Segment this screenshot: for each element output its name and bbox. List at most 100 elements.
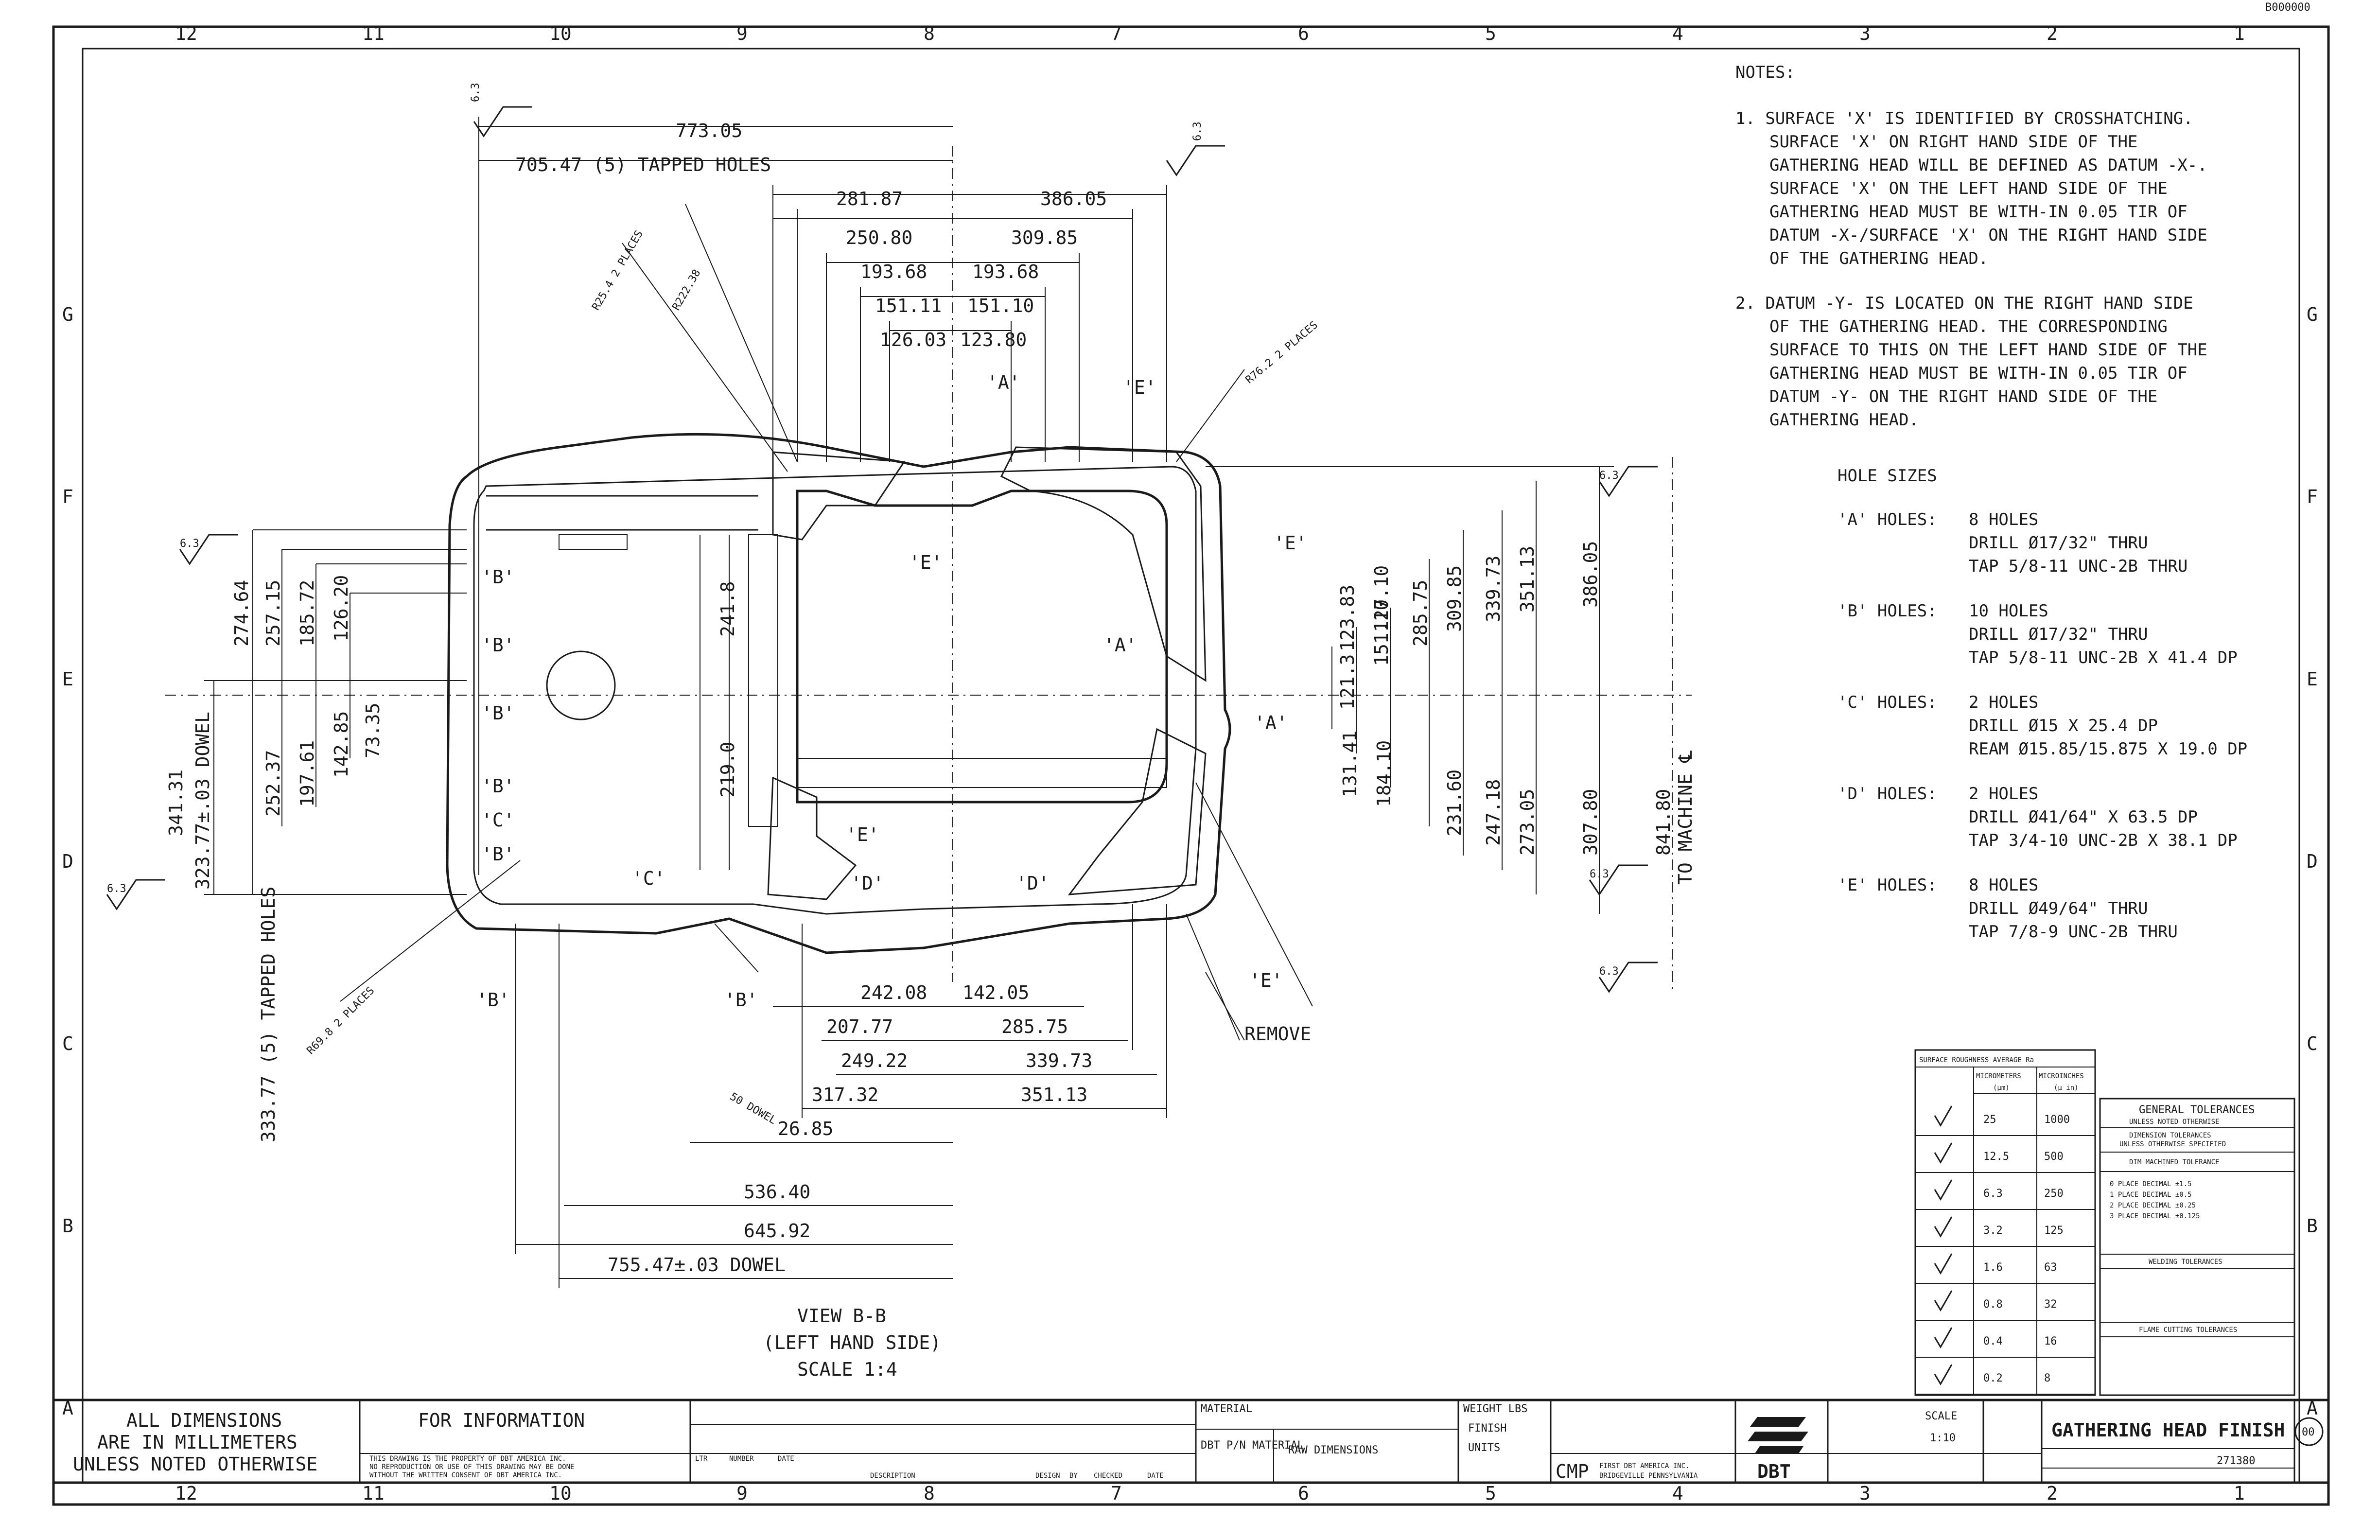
callout-a-1: 'A' xyxy=(987,372,1020,393)
hole-3-line-0: 2 HOLES xyxy=(1969,784,2038,804)
hole-label-0: 'A' HOLES: xyxy=(1838,510,1937,529)
finish-mark-4: 6.3 xyxy=(1599,470,1619,482)
dim-317-32: 317.32 xyxy=(812,1084,878,1105)
roughness-um-3: 3.2 xyxy=(1983,1225,2003,1237)
roughness-symbol-icon xyxy=(1934,1105,1953,1127)
callout-c-2: 'C' xyxy=(632,868,665,889)
callout-b-2: 'B' xyxy=(481,634,515,656)
roughness-col1b: (µm) xyxy=(1993,1084,2010,1092)
roughness-uin-3: 125 xyxy=(2044,1225,2064,1237)
note2-line-1: OF THE GATHERING HEAD. THE CORRESPONDING xyxy=(1769,317,2168,336)
scale-label: SCALE xyxy=(1925,1410,1957,1422)
dim-252-37: 252.37 xyxy=(262,750,284,817)
zone-col-bottom-10: 10 xyxy=(549,1483,572,1504)
note1-line-4: GATHERING HEAD MUST BE WITH-IN 0.05 TIR … xyxy=(1769,202,2188,222)
zone-col-top-8: 8 xyxy=(924,23,935,44)
roughness-uin-4: 63 xyxy=(2044,1261,2057,1274)
dim-207-77: 207.77 xyxy=(826,1016,893,1037)
callout-e-2: 'E' xyxy=(909,552,943,573)
property-2: NO REPRODUCTION OR USE OF THIS DRAWING M… xyxy=(369,1463,574,1471)
desc-hdr-3: DESCRIPTION xyxy=(870,1472,915,1480)
hatch-top-right xyxy=(1000,446,1207,682)
dim-257-15: 257.15 xyxy=(262,580,284,647)
view-title: VIEW B-B xyxy=(797,1305,886,1327)
rev-hdr-3: DATE xyxy=(1147,1472,1164,1480)
hole-4-line-1: DRILL Ø49/64" THRU xyxy=(1969,899,2148,918)
zone-row-right-G: G xyxy=(2307,304,2318,325)
weight-lbs: WEIGHT LBS xyxy=(1463,1403,1527,1415)
dim-123-83-r: 123.83 xyxy=(1337,585,1358,651)
view-label: VIEW B-B (LEFT HAND SIDE) SCALE 1:4 xyxy=(763,1305,941,1380)
note1-line-2: GATHERING HEAD WILL BE DEFINED AS DATUM … xyxy=(1769,156,2207,175)
hatch-bottom-bar xyxy=(797,758,1167,788)
roughness-symbol-icon xyxy=(1934,1290,1953,1312)
zone-col-bottom-2: 2 xyxy=(2047,1483,2058,1504)
finish-mark-5: 6.3 xyxy=(107,883,126,895)
dbt-logo-text: DBT xyxy=(1757,1461,1791,1482)
dbt-logo: DBT xyxy=(1748,1417,1808,1482)
finish-marks: 6.3 6.3 6.3 6.3 6.3 6.3 6.3 xyxy=(106,83,1658,993)
callout-b-4: 'B' xyxy=(481,775,515,797)
zone-col-bottom-8: 8 xyxy=(924,1483,935,1504)
dim-126-20: 126.20 xyxy=(331,575,352,642)
note1-line-5: DATUM -X-/SURFACE 'X' ON THE RIGHT HAND … xyxy=(1769,226,2207,245)
callout-c-1: 'C' xyxy=(481,809,515,831)
roughness-symbol-icon xyxy=(1934,1142,1953,1164)
callout-b-5: 'B' xyxy=(481,843,515,865)
view-scale: SCALE 1:4 xyxy=(797,1359,897,1380)
dim-307-80-r: 307.80 xyxy=(1580,789,1601,856)
dim-231-60-r: 231.60 xyxy=(1444,770,1465,836)
callout-a-2: 'A' xyxy=(1103,634,1137,656)
dim-386-05-r: 386.05 xyxy=(1580,541,1601,608)
roughness-um-0: 25 xyxy=(1983,1114,1996,1126)
hole-sizes-title: HOLE SIZES xyxy=(1838,466,1937,486)
dim-773-05: 773.05 xyxy=(676,120,742,141)
callout-e-4: 'E' xyxy=(1249,970,1283,991)
dbt-logo-icon xyxy=(1748,1417,1808,1453)
dim-219-0: 219.0 xyxy=(717,742,738,797)
tol-title2: UNLESS NOTED OTHERWISE xyxy=(2129,1118,2219,1126)
hole-4-line-2: TAP 7/8-9 UNC-2B THRU xyxy=(1969,922,2178,942)
zone-col-top-10: 10 xyxy=(549,23,572,44)
dim-285-75: 285.75 xyxy=(1001,1016,1068,1037)
tol-sub3: DIM MACHINED TOLERANCE xyxy=(2129,1158,2219,1166)
all-dims-3: UNLESS NOTED OTHERWISE xyxy=(73,1453,317,1475)
tol-sub5: FLAME CUTTING TOLERANCES xyxy=(2139,1326,2237,1334)
zone-col-top-2: 2 xyxy=(2047,23,2058,44)
hole-2-line-2: REAM Ø15.85/15.875 X 19.0 DP xyxy=(1969,739,2247,759)
dim-126-03: 126.03 xyxy=(880,329,946,350)
title-block: ALL DIMENSIONS ARE IN MILLIMETERS UNLESS… xyxy=(52,1399,2330,1484)
hole-2-line-0: 2 HOLES xyxy=(1969,693,2038,712)
note2-line-2: SURFACE TO THIS ON THE LEFT HAND SIDE OF… xyxy=(1769,340,2207,360)
zone-col-top-11: 11 xyxy=(362,23,385,44)
zone-col-bottom-3: 3 xyxy=(1859,1483,1871,1504)
finish-mark-6: 6.3 xyxy=(1590,868,1609,880)
drawing-title: GATHERING HEAD FINISH xyxy=(2051,1419,2285,1441)
for-information: FOR INFORMATION xyxy=(418,1410,585,1431)
dim-193-68-right: 193.68 xyxy=(972,261,1039,282)
callout-e-1: 'E' xyxy=(1123,377,1156,398)
zone-col-top-3: 3 xyxy=(1859,23,1871,44)
zone-col-bottom-1: 1 xyxy=(2234,1483,2245,1504)
dim-339-73: 339.73 xyxy=(1026,1050,1092,1071)
note2-line-4: DATUM -Y- ON THE RIGHT HAND SIDE OF THE xyxy=(1769,387,2157,406)
notes-block: NOTES: 1. SURFACE 'X' IS IDENTIFIED BY C… xyxy=(1735,63,2247,942)
dim-841-80-r: 841.80 xyxy=(1653,789,1674,856)
zone-row-left-D: D xyxy=(62,851,73,872)
zone-col-bottom-5: 5 xyxy=(1485,1483,1496,1504)
zone-col-top-4: 4 xyxy=(1672,23,1683,44)
hole-4-line-0: 8 HOLES xyxy=(1969,875,2038,895)
zone-row-left-A: A xyxy=(62,1398,73,1419)
finish-mark-7: 6.3 xyxy=(1599,965,1619,978)
zone-col-top-5: 5 xyxy=(1485,23,1496,44)
dim-755-47-dowel: 755.47±.03 DOWEL xyxy=(608,1254,786,1276)
property-1: THIS DRAWING IS THE PROPERTY OF DBT AMER… xyxy=(369,1455,566,1463)
roughness-um-7: 0.2 xyxy=(1983,1372,2003,1384)
dim-281-87: 281.87 xyxy=(836,188,903,210)
radius-r222: R222.38 xyxy=(670,267,703,313)
revision-value: 00 xyxy=(2302,1426,2315,1438)
desc-hdr-2: DATE xyxy=(778,1455,794,1463)
